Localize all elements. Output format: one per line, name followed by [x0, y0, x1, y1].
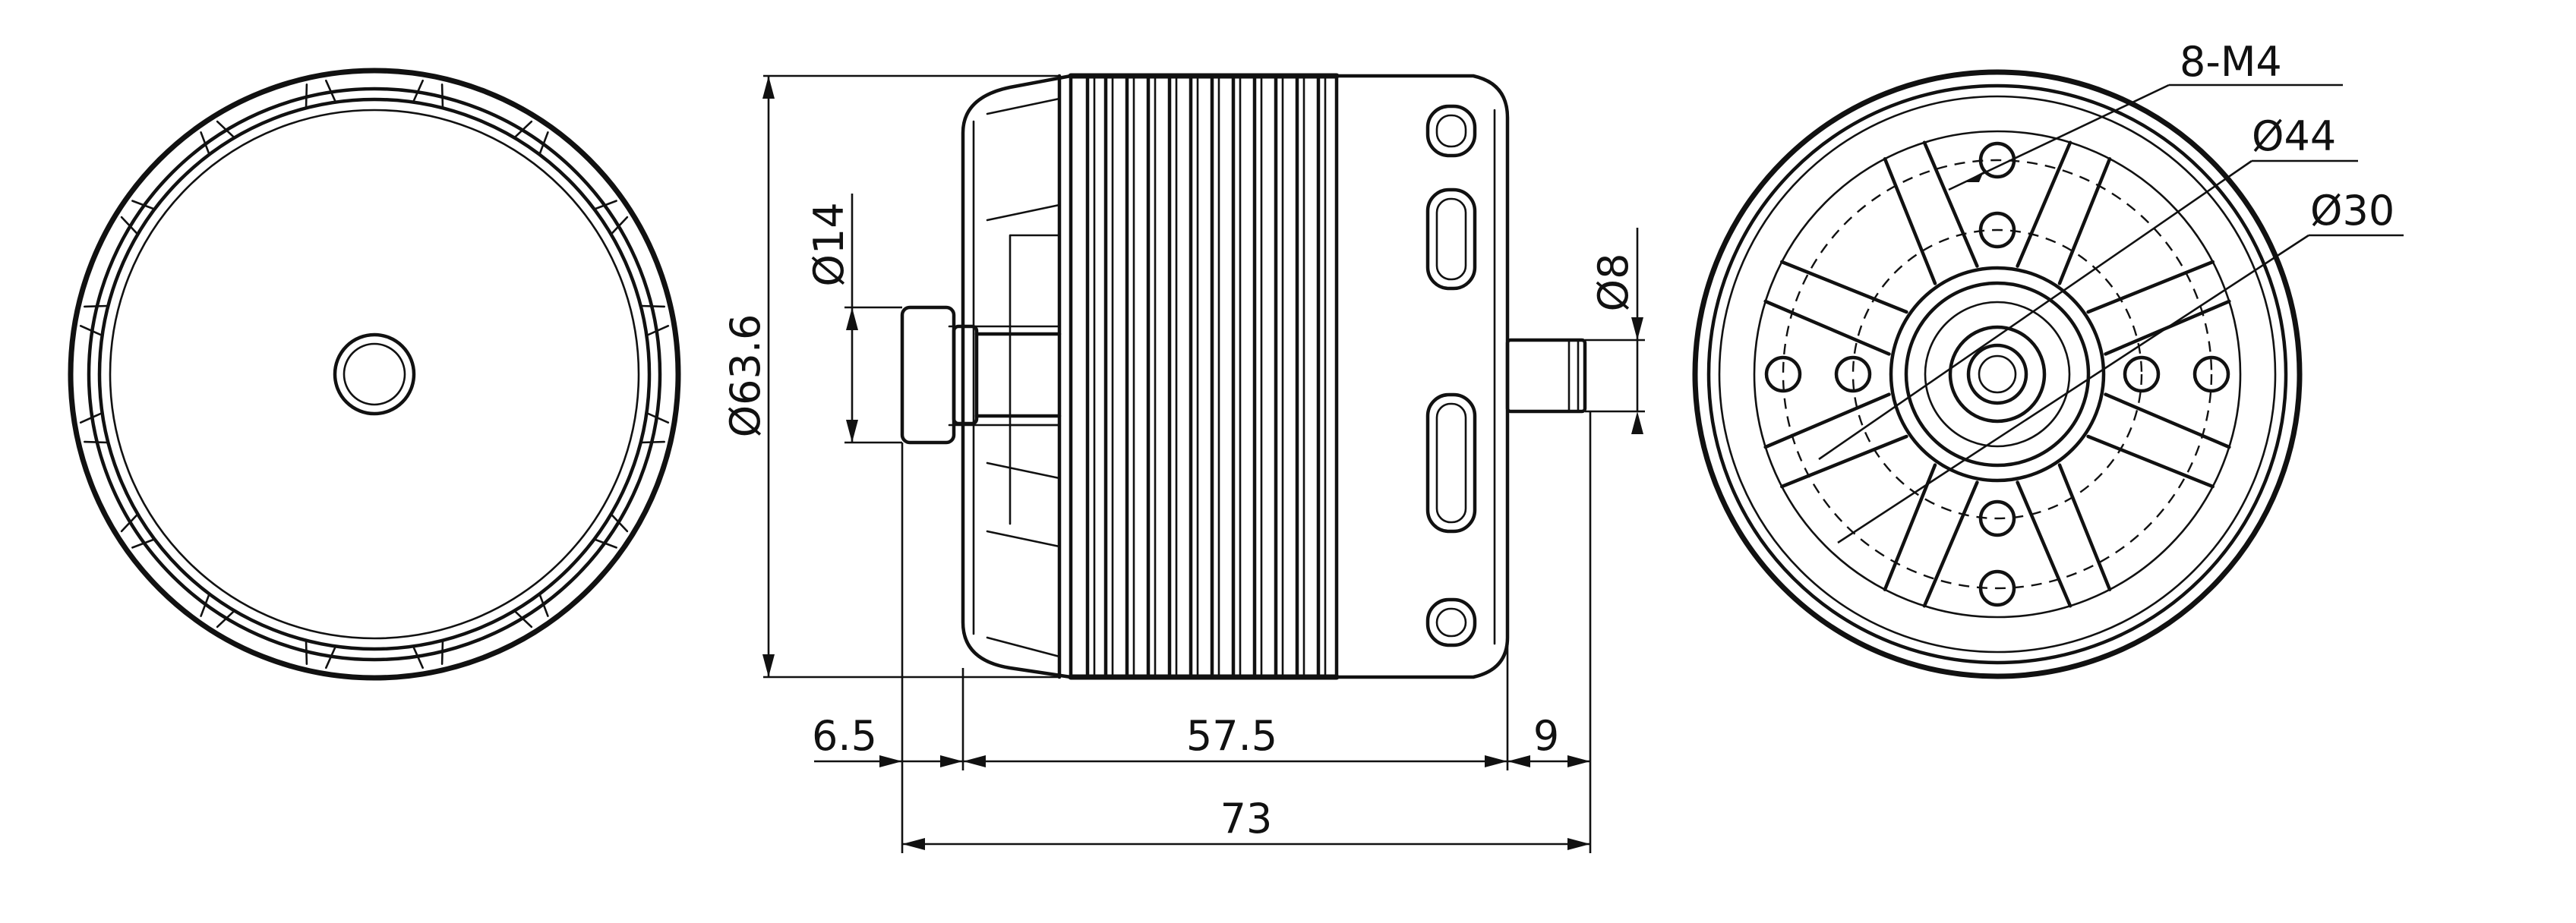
rear-notch [513, 593, 549, 628]
front-cap [1334, 74, 1510, 679]
vent-slot [1425, 187, 1477, 291]
front-shaft-end [1966, 343, 2028, 405]
mounting-hole [1978, 499, 2016, 537]
rear-housing [948, 74, 1073, 679]
mounting-hole [1764, 355, 1802, 393]
side-view [762, 73, 1645, 853]
body-length-label: 57.5 [1186, 712, 1277, 760]
spoke [2016, 463, 2112, 608]
rear-notch [200, 593, 235, 628]
mounting-hole [1834, 355, 1872, 393]
rear-shaft-diameter-label: Ø14 [805, 202, 853, 286]
spoke [1763, 392, 1908, 489]
cooling-grooves [1085, 76, 1327, 676]
vent-slot-inner [1435, 114, 1467, 148]
rear-notch [305, 79, 337, 109]
spoke [1763, 260, 1908, 356]
rear-shaft [900, 305, 1062, 445]
inner-bolt-circle [1852, 228, 2143, 520]
inner-bolt-circle-label: Ø30 [2310, 187, 2394, 235]
cross-spokes [1763, 140, 2231, 608]
dimension-labels: Ø63.6 Ø14 Ø8 6.5 57.5 9 73 8-M4 Ø44 Ø30 [721, 38, 2394, 843]
mounting-holes [1764, 141, 2230, 607]
rear-notch [305, 639, 337, 669]
rear-notch [412, 79, 444, 109]
rear-notch [412, 639, 444, 669]
rear-vent-notches [79, 79, 670, 669]
dimension-lines [762, 74, 1645, 853]
rear-shaft-end [333, 332, 416, 416]
vent-slot [1425, 392, 1477, 534]
vent-slot-inner [1435, 402, 1467, 524]
overall-length-label: 73 [1220, 795, 1273, 843]
rear-notch [79, 411, 109, 444]
rear-notch [200, 120, 235, 156]
mounting-holes-label: 8-M4 [2180, 38, 2282, 86]
spoke [2086, 260, 2231, 356]
spoke [2016, 140, 2112, 285]
rear-notch [120, 513, 156, 549]
mounting-hole [1978, 141, 2016, 179]
spoke [2086, 392, 2231, 489]
rotor-bell [1068, 73, 1340, 680]
rear-notch [593, 513, 629, 549]
rear-notch [120, 200, 156, 235]
vent-slot [1425, 597, 1477, 647]
front-shaft-length-label: 9 [1533, 712, 1559, 760]
spoke [1883, 140, 1979, 285]
front-shaft-diameter-label: Ø8 [1589, 254, 1637, 312]
vent-slot-inner [1435, 607, 1467, 638]
rear-notch [79, 304, 109, 337]
rear-notch [639, 411, 670, 444]
outer-bolt-circle [1782, 159, 2213, 590]
front-cap-vent-slots [1425, 104, 1477, 647]
outer-bolt-circle-label: Ø44 [2252, 112, 2336, 160]
mounting-hole [1978, 569, 2016, 607]
rear-notch [513, 120, 549, 156]
rear-shaft-length-label: 6.5 [812, 712, 877, 760]
vent-slot [1425, 104, 1477, 158]
rear-view [68, 68, 681, 681]
front-shaft [1505, 338, 1587, 414]
mounting-hole [1978, 211, 2016, 249]
vent-slot-inner [1435, 197, 1467, 281]
mounting-hole [2123, 355, 2161, 393]
overall-diameter-label: Ø63.6 [721, 314, 769, 438]
rear-notch [593, 200, 629, 235]
rear-notch [639, 304, 670, 337]
mounting-hole [2192, 355, 2230, 393]
front-view [1692, 69, 2404, 679]
leader-lines [1818, 83, 2404, 544]
